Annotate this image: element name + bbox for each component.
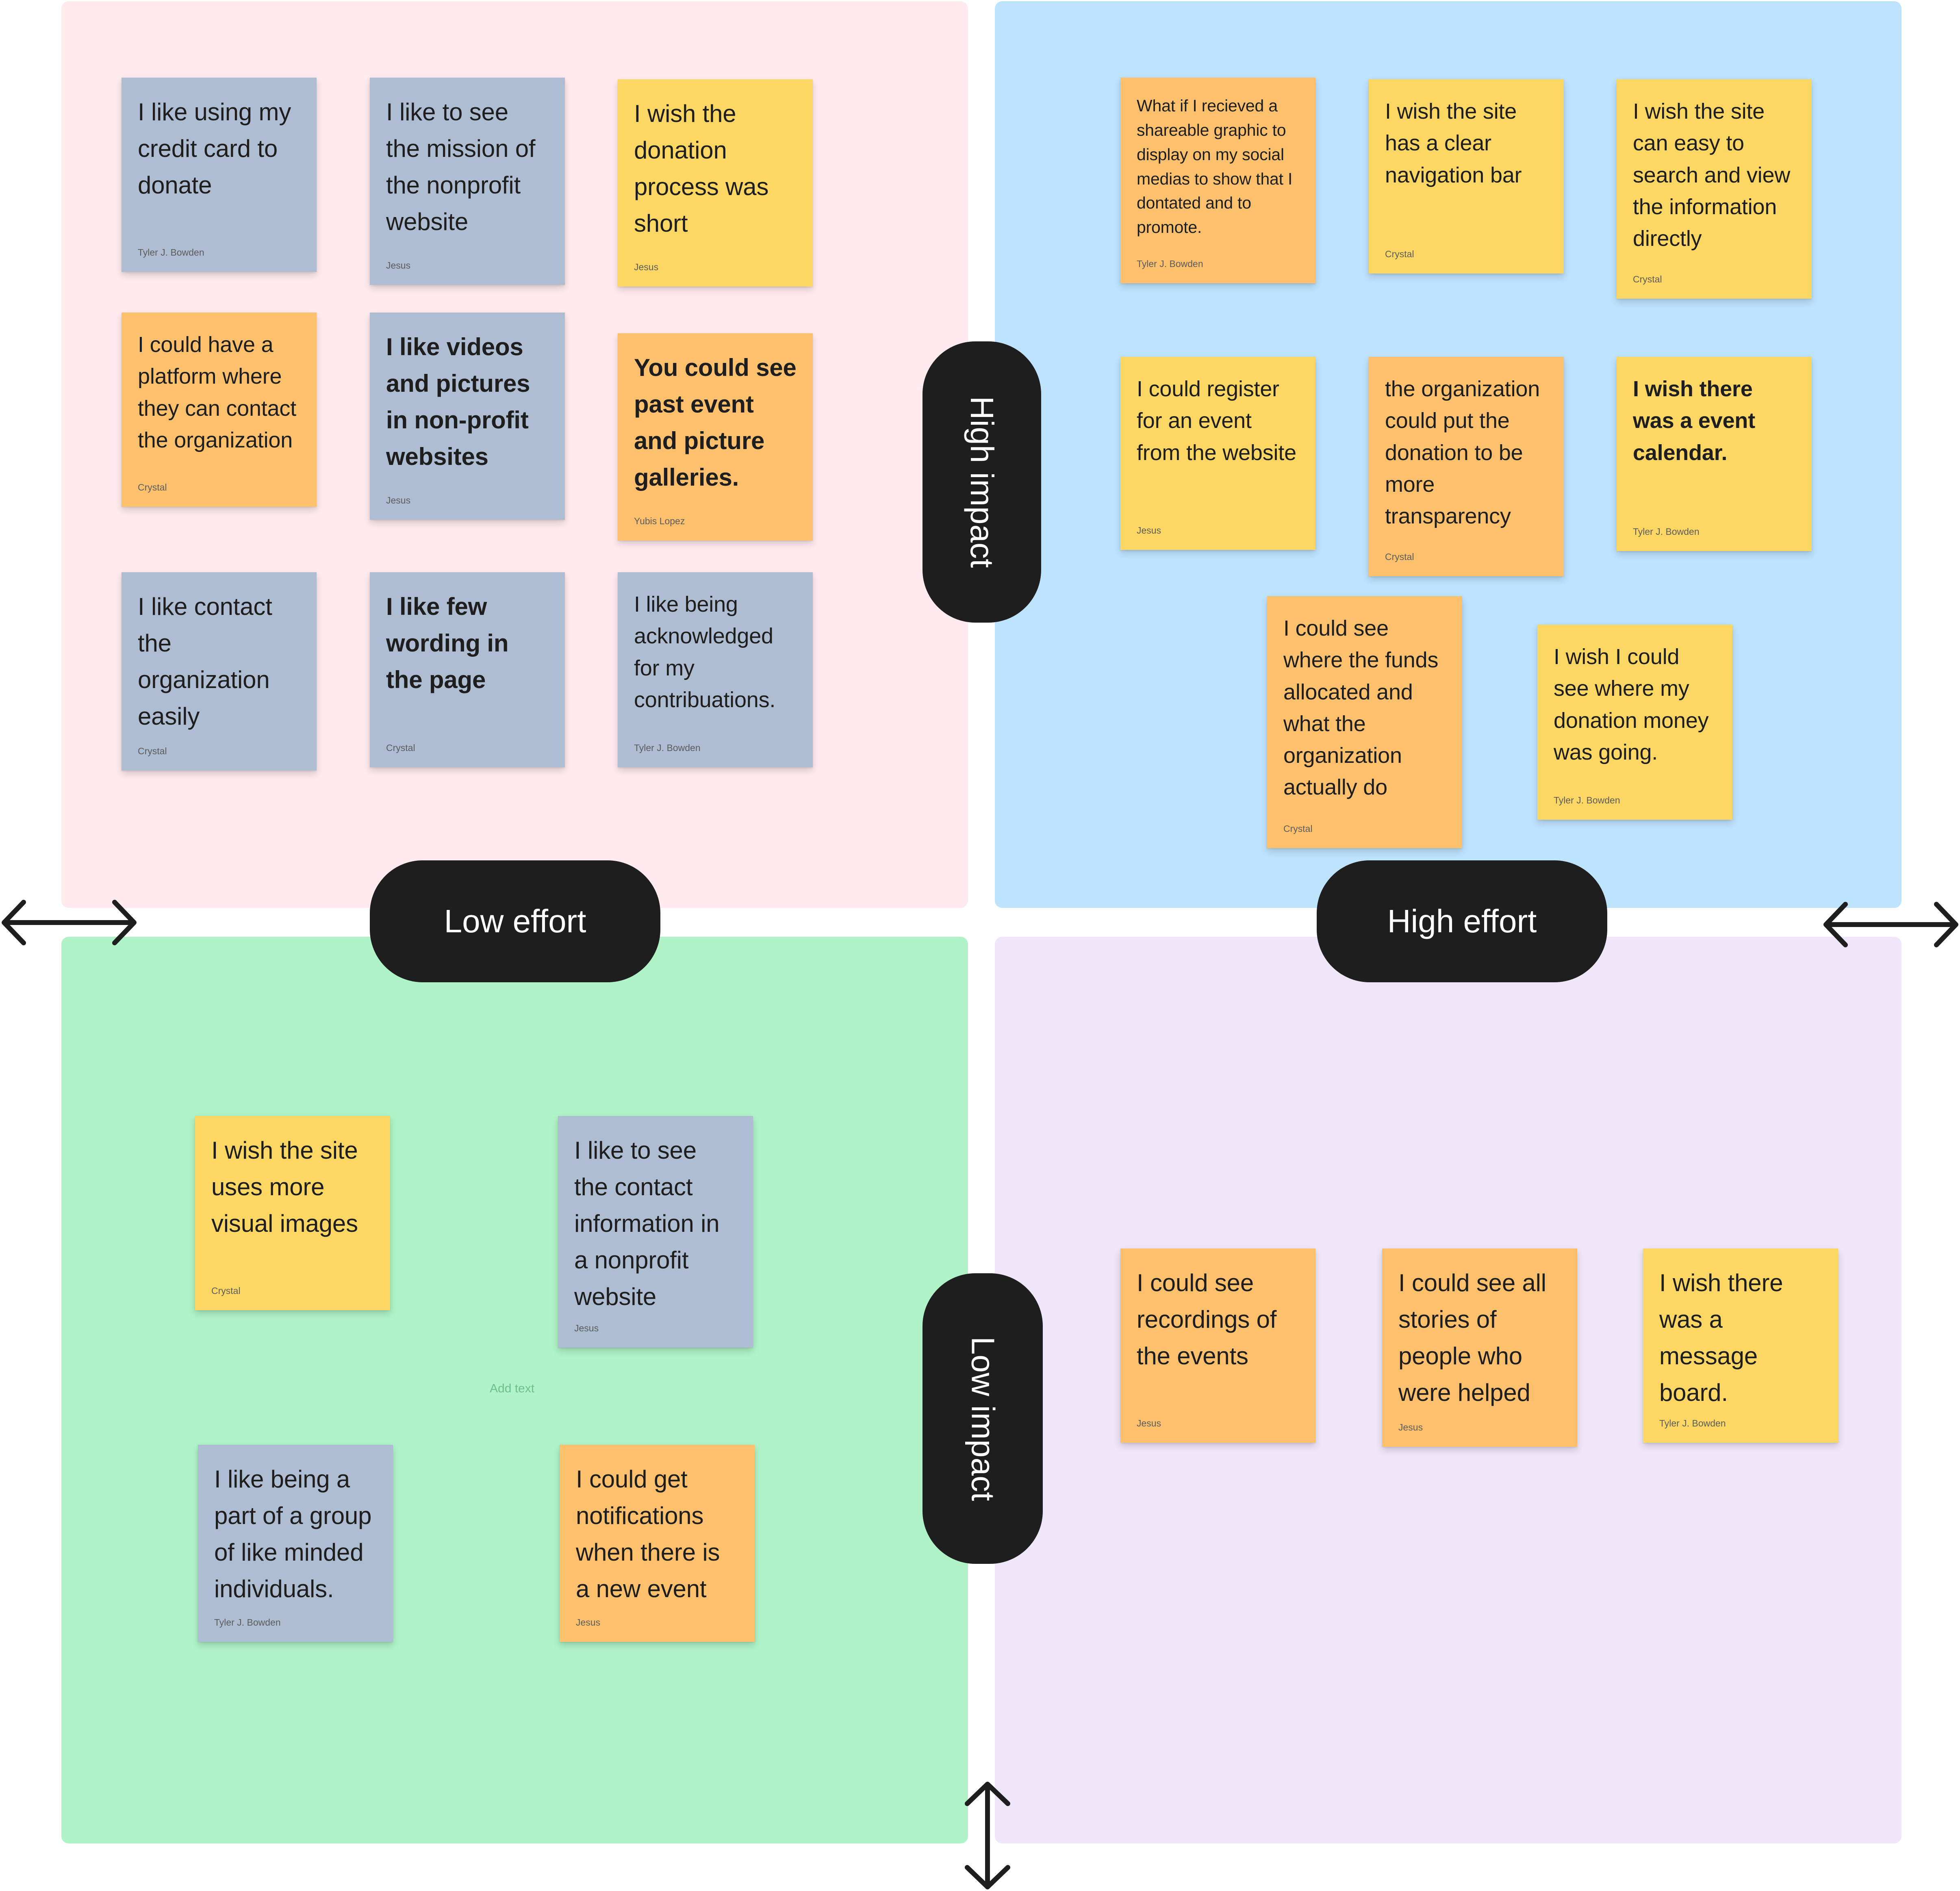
sticky-note-author: Crystal — [1385, 249, 1414, 259]
high-impact-label: High impact — [922, 341, 1041, 623]
sticky-note-author: Jesus — [576, 1617, 601, 1628]
sticky-note-author: Crystal — [138, 746, 167, 756]
sticky-note[interactable]: I could get notifications when there is … — [560, 1445, 755, 1642]
sticky-note[interactable]: I like using my credit card to donate Ty… — [122, 78, 317, 272]
sticky-note[interactable]: I like few wording in the page Crystal — [370, 572, 565, 767]
sticky-note[interactable]: I could see recordings of the events Jes… — [1120, 1248, 1315, 1443]
sticky-note[interactable]: I wish the site has a clear navigation b… — [1369, 79, 1564, 274]
sticky-note-author: Tyler J. Bowden — [634, 743, 701, 753]
sticky-note-text: I wish the donation process was short — [634, 100, 769, 237]
sticky-note-text: I could see all stories of people who we… — [1398, 1269, 1546, 1406]
sticky-note[interactable]: I wish there was a message board. Tyler … — [1643, 1248, 1838, 1443]
sticky-note-author: Tyler J. Bowden — [138, 247, 204, 258]
low-effort-label-text: Low effort — [444, 903, 586, 939]
sticky-note-text: the organization could put the donation … — [1385, 377, 1540, 529]
sticky-note-text: I wish there was a event calendar. — [1633, 377, 1755, 465]
sticky-note[interactable]: I wish there was a event calendar. Tyler… — [1617, 357, 1812, 551]
sticky-note-text: I like being a part of a group of like m… — [214, 1465, 372, 1602]
sticky-note-text: I could see where the funds allocated an… — [1283, 616, 1439, 800]
sticky-note-author: Yubis Lopez — [634, 516, 685, 526]
sticky-note-text: I like to see the contact information in… — [574, 1137, 720, 1310]
sticky-note-text: I wish the site can easy to search and v… — [1633, 99, 1791, 251]
sticky-note-text: I could see recordings of the events — [1137, 1269, 1277, 1370]
sticky-note[interactable]: I could register for an event from the w… — [1120, 357, 1315, 550]
sticky-note[interactable]: I wish the site uses more visual images … — [195, 1116, 390, 1310]
sticky-note-author: Jesus — [1137, 1418, 1161, 1429]
sticky-note-author: Crystal — [211, 1285, 241, 1296]
sticky-note-text: You could see past event and picture gal… — [634, 354, 797, 491]
sticky-note[interactable]: You could see past event and picture gal… — [618, 333, 813, 541]
sticky-note[interactable]: the organization could put the donation … — [1369, 357, 1564, 576]
sticky-note-author: Tyler J. Bowden — [1137, 258, 1203, 269]
sticky-note-author: Crystal — [138, 482, 167, 493]
low-impact-label-text: Low impact — [965, 1336, 1001, 1501]
sticky-note[interactable]: I could have a platform where they can c… — [122, 313, 317, 507]
sticky-note-author: Crystal — [1283, 823, 1313, 834]
sticky-note-text: I could get notifications when there is … — [576, 1465, 720, 1602]
sticky-note-text: I like using my credit card to donate — [138, 98, 291, 199]
sticky-note-author: Tyler J. Bowden — [1659, 1418, 1726, 1429]
sticky-note-author: Jesus — [386, 260, 411, 271]
sticky-note-author: Jesus — [1398, 1422, 1423, 1433]
vertical-double-arrow-icon — [965, 1782, 1010, 1889]
sticky-note[interactable]: I wish the donation process was short Je… — [618, 79, 813, 287]
low-impact-label: Low impact — [922, 1273, 1043, 1564]
sticky-note[interactable]: What if I recieved a shareable graphic t… — [1120, 78, 1315, 283]
sticky-note[interactable]: I wish the site can easy to search and v… — [1617, 79, 1812, 299]
sticky-note[interactable]: I like being a part of a group of like m… — [198, 1445, 393, 1642]
right-double-arrow-icon — [1823, 902, 1958, 947]
sticky-note-author: Jesus — [386, 495, 411, 506]
high-effort-label: High effort — [1317, 860, 1607, 982]
sticky-note-text: I like videos and pictures in non-profit… — [386, 333, 530, 470]
sticky-note-text: I like to see the mission of the nonprof… — [386, 98, 536, 235]
sticky-note-author: Crystal — [1385, 551, 1414, 562]
sticky-note[interactable]: I could see all stories of people who we… — [1382, 1248, 1577, 1447]
sticky-note-text: I wish the site uses more visual images — [211, 1137, 358, 1237]
sticky-note-author: Tyler J. Bowden — [1554, 795, 1620, 805]
sticky-note-author: Tyler J. Bowden — [214, 1617, 281, 1628]
sticky-note[interactable]: I like videos and pictures in non-profit… — [370, 313, 565, 520]
sticky-note-author: Crystal — [386, 743, 415, 753]
sticky-note[interactable]: I like being acknowledged for my contrib… — [618, 572, 813, 767]
left-double-arrow-icon — [2, 900, 137, 945]
sticky-note-text: I could register for an event from the w… — [1137, 377, 1296, 465]
sticky-note[interactable]: I could see where the funds allocated an… — [1267, 596, 1462, 848]
sticky-note[interactable]: I wish I could see where my donation mon… — [1537, 625, 1732, 820]
sticky-note-author: Crystal — [1633, 274, 1662, 284]
sticky-note-author: Jesus — [634, 262, 659, 272]
high-effort-label-text: High effort — [1387, 903, 1537, 939]
sticky-note-text: I like contact the organization easily — [138, 593, 272, 730]
sticky-note-author: Jesus — [574, 1323, 599, 1333]
sticky-note-text: I could have a platform where they can c… — [138, 332, 297, 452]
sticky-note-text: I wish I could see where my donation mon… — [1554, 645, 1709, 764]
sticky-note-author: Jesus — [1137, 525, 1161, 536]
sticky-note-text: What if I recieved a shareable graphic t… — [1137, 96, 1293, 237]
high-impact-label-text: High impact — [964, 396, 1001, 568]
add-text-placeholder[interactable]: Add text — [490, 1382, 535, 1395]
sticky-note[interactable]: I like contact the organization easily C… — [122, 572, 317, 771]
sticky-note[interactable]: I like to see the mission of the nonprof… — [370, 78, 565, 285]
sticky-note-text: I wish there was a message board. — [1659, 1269, 1783, 1406]
sticky-note-text: I like being acknowledged for my contrib… — [634, 592, 776, 712]
low-effort-label: Low effort — [370, 860, 660, 982]
sticky-note[interactable]: I like to see the contact information in… — [558, 1116, 753, 1348]
sticky-note-author: Tyler J. Bowden — [1633, 526, 1700, 537]
sticky-note-text: I like few wording in the page — [386, 593, 509, 693]
sticky-note-text: I wish the site has a clear navigation b… — [1385, 99, 1522, 187]
quadrant-low-effort-low-impact — [61, 937, 968, 1843]
